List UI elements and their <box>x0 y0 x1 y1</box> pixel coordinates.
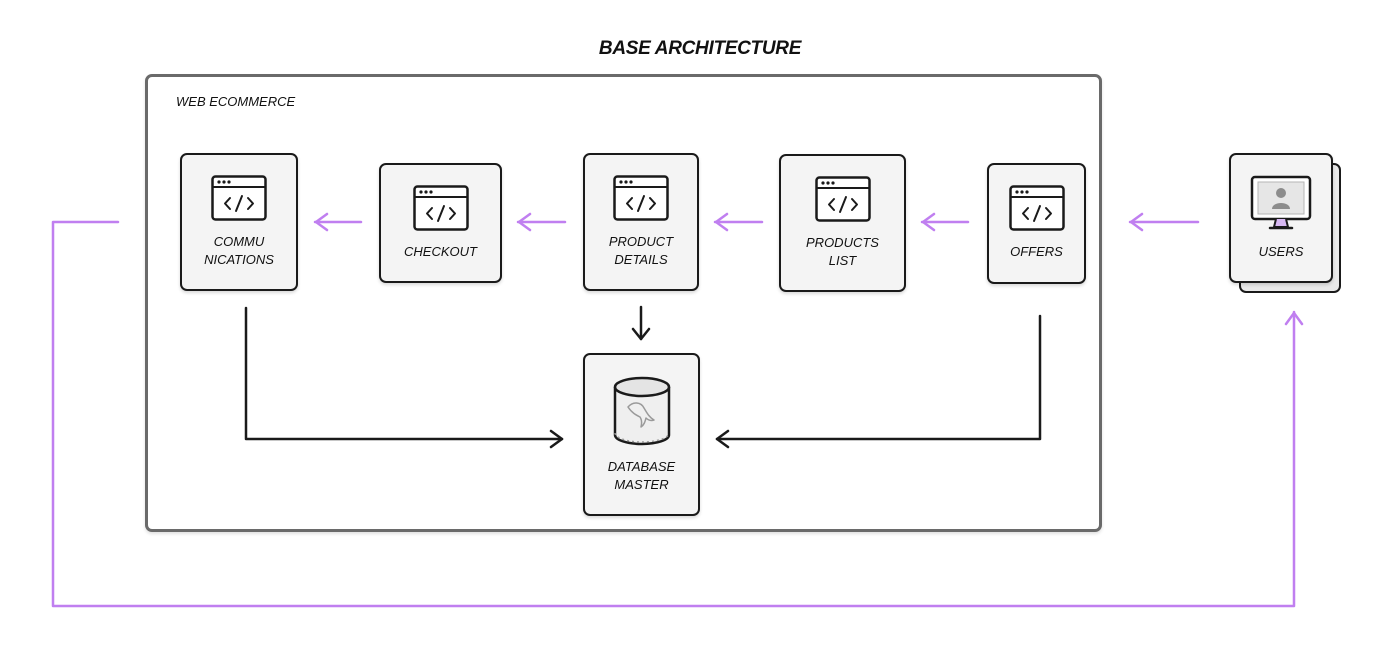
container-label: WEB ECOMMERCE <box>176 94 296 109</box>
checkout-label: CHECKOUT <box>404 244 477 259</box>
code-window-icon <box>211 175 267 221</box>
arrow-checkout-to-communications <box>313 212 363 232</box>
checkout-node[interactable]: CHECKOUT <box>379 163 502 283</box>
arrow-communications-to-users <box>51 220 1304 608</box>
arrow-product-details-to-database <box>631 305 651 341</box>
product-details-label-line2: DETAILS <box>614 252 668 267</box>
arrow-offers-to-database <box>715 314 1042 449</box>
database-label-line2: MASTER <box>614 477 669 492</box>
communications-label-line2: NICATIONS <box>204 252 274 267</box>
users-label: USERS <box>1258 244 1304 259</box>
offers-label: OFFERS <box>1010 244 1063 259</box>
database-cylinder-icon <box>613 376 670 446</box>
code-window-icon <box>412 185 469 231</box>
product-details-label-line1: PRODUCT <box>608 234 674 249</box>
products-list-label-line1: PRODUCTS <box>806 235 879 250</box>
code-window-icon <box>1008 185 1065 231</box>
offers-node[interactable]: OFFERS <box>987 163 1086 284</box>
arrow-users-to-offers <box>1128 212 1200 232</box>
database-label-line1: DATABASE <box>607 459 676 474</box>
arrow-communications-to-database <box>244 306 564 449</box>
product-details-node[interactable]: PRODUCT DETAILS <box>583 153 699 291</box>
arrow-product-details-to-checkout <box>516 212 567 232</box>
code-window-icon <box>613 175 669 221</box>
diagram-title: BASE ARCHITECTURE <box>598 38 802 59</box>
communications-node[interactable]: COMMU NICATIONS <box>180 153 298 291</box>
users-node[interactable]: USERS <box>1229 153 1333 283</box>
arrow-offers-to-products-list <box>920 212 970 232</box>
products-list-node[interactable]: PRODUCTS LIST <box>779 154 906 292</box>
communications-label-line1: COMMU <box>213 234 265 249</box>
database-master-node[interactable]: DATABASE MASTER <box>583 353 700 516</box>
products-list-label-line2: LIST <box>828 253 857 268</box>
code-window-icon <box>814 176 871 222</box>
arrow-products-list-to-product-details <box>713 212 764 232</box>
user-monitor-icon <box>1250 175 1312 230</box>
